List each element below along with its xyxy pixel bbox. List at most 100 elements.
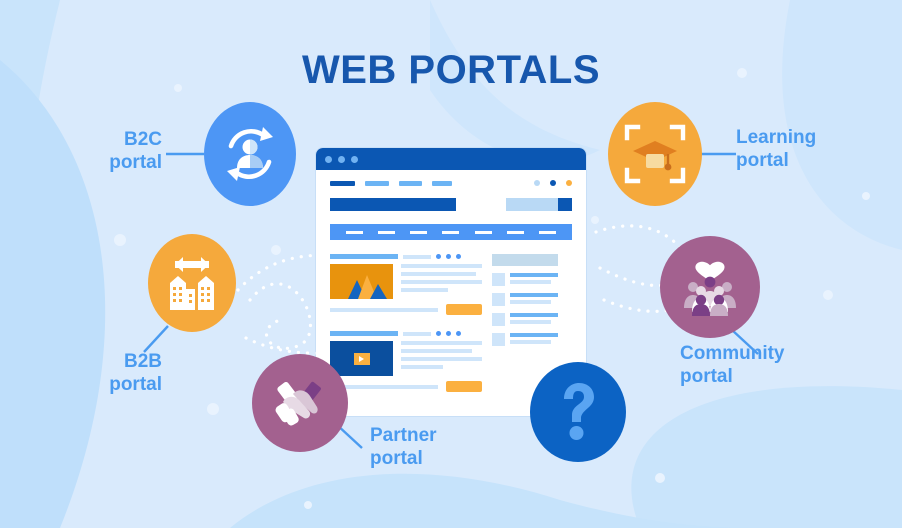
video-placeholder[interactable] [330, 341, 393, 376]
read-more-button[interactable] [446, 381, 482, 392]
search-button[interactable] [558, 198, 572, 211]
text-line [330, 384, 438, 389]
menu-item-1[interactable] [345, 230, 363, 234]
label-partner: Partner portal [370, 425, 437, 470]
badge-b2c[interactable] [204, 102, 296, 206]
site-top-nav [330, 180, 572, 186]
label-community: Community portal [680, 343, 785, 388]
article-meta-bar [403, 331, 431, 336]
text-line [510, 280, 551, 284]
text-line [401, 288, 448, 292]
browser-titlebar [316, 148, 586, 170]
article-meta-bar [403, 254, 431, 259]
question-mark-icon [564, 383, 594, 440]
label-learning: Learning portal [736, 127, 817, 172]
sidebar-thumbnail [492, 273, 505, 286]
site-header-row [330, 198, 572, 211]
status-dot-1 [534, 180, 540, 186]
article-dot-3 [456, 331, 461, 336]
top-nav-item-4[interactable] [432, 180, 452, 186]
buildings-exchange-icon [170, 257, 214, 310]
text-line [401, 280, 482, 284]
person-refresh-icon [227, 127, 273, 181]
text-line [510, 300, 551, 304]
top-nav-item-1[interactable] [330, 180, 355, 186]
play-button[interactable] [353, 352, 370, 365]
article-header [330, 331, 482, 336]
page-title: WEB PORTALS [301, 48, 601, 92]
sidebar-list-item[interactable] [492, 293, 558, 306]
article-title-bar [330, 331, 398, 336]
sidebar-item-text [510, 313, 558, 324]
article-dot-2 [446, 331, 451, 336]
site-logo-bar [330, 198, 456, 211]
article-card[interactable] [330, 331, 482, 392]
play-icon [359, 355, 364, 362]
label-b2b: B2B portal [109, 351, 162, 396]
text-line [401, 365, 444, 369]
article-dot-2 [446, 254, 451, 259]
graduation-cap-icon [624, 124, 686, 184]
sidebar-thumbnail [492, 313, 505, 326]
article-text-lines [401, 341, 482, 376]
top-nav-item-3[interactable] [399, 180, 422, 186]
article-title-bar [330, 254, 398, 259]
search-bar[interactable] [506, 198, 572, 211]
text-line [510, 320, 551, 324]
menu-item-7[interactable] [539, 230, 557, 234]
menu-item-5[interactable] [474, 230, 492, 234]
menu-item-4[interactable] [442, 230, 460, 234]
sidebar-thumbnail [492, 293, 505, 306]
sidebar-list-item[interactable] [492, 273, 558, 286]
text-line [510, 340, 551, 344]
read-more-button[interactable] [446, 304, 482, 315]
badge-question[interactable] [530, 362, 626, 462]
site-content [330, 254, 572, 392]
sidebar-column [492, 254, 558, 392]
sidebar-header [492, 254, 558, 266]
handshake-icon [275, 381, 321, 426]
badge-learning[interactable] [608, 102, 702, 206]
article-column [330, 254, 482, 392]
menu-item-3[interactable] [410, 230, 428, 234]
status-dot-3 [566, 180, 572, 186]
window-dot-1 [325, 155, 332, 163]
text-line [510, 313, 558, 317]
sidebar-list-item[interactable] [492, 313, 558, 326]
text-line [510, 333, 558, 337]
column-gap [330, 315, 482, 331]
article-body [330, 264, 482, 299]
text-line [401, 264, 482, 268]
sidebar-item-text [510, 293, 558, 304]
article-dot-3 [456, 254, 461, 259]
badge-community[interactable] [660, 236, 760, 338]
text-line [401, 349, 473, 353]
article-dot-1 [436, 254, 441, 259]
article-dot-1 [436, 331, 441, 336]
site-menu-strip [330, 224, 572, 240]
menu-item-2[interactable] [377, 230, 395, 234]
badge-b2b[interactable] [148, 234, 236, 332]
badge-partner[interactable] [252, 354, 348, 452]
article-footer [330, 304, 482, 315]
search-input[interactable] [506, 198, 558, 211]
top-nav-item-2[interactable] [365, 180, 389, 186]
people-heart-icon [684, 261, 736, 316]
text-line [401, 357, 482, 361]
text-line [401, 341, 482, 345]
status-dot-2 [550, 180, 556, 186]
text-line [330, 307, 438, 312]
window-dot-2 [338, 155, 345, 163]
label-b2c: B2C portal [109, 129, 162, 174]
article-text-lines [401, 264, 482, 299]
text-line [510, 293, 558, 297]
article-header [330, 254, 482, 259]
article-card[interactable] [330, 254, 482, 315]
sidebar-list-item[interactable] [492, 333, 558, 346]
menu-item-6[interactable] [507, 230, 525, 234]
sidebar-thumbnail [492, 333, 505, 346]
text-line [401, 272, 476, 276]
sidebar-item-text [510, 273, 558, 284]
image-placeholder [330, 264, 393, 299]
